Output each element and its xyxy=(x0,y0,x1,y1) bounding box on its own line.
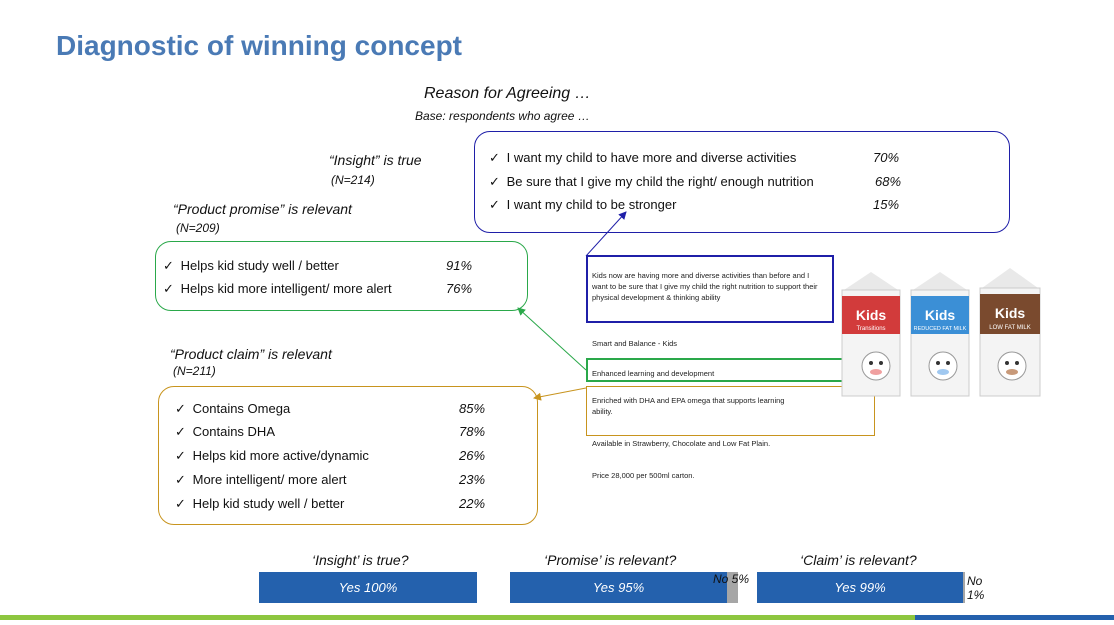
promise-label: “Product promise” is relevant xyxy=(173,201,352,217)
no-label: No 5% xyxy=(713,572,750,586)
check-icon: ✓ xyxy=(175,424,186,439)
check-icon: ✓ xyxy=(489,150,500,165)
claim-pct: 22% xyxy=(459,496,486,511)
promise-pct: 91% xyxy=(446,258,473,273)
product-carton-image: Kids LOW FAT MILK xyxy=(974,266,1046,398)
list-item: ✓ I want my child to have more and diver… xyxy=(489,150,797,165)
page-title: Diagnostic of winning concept xyxy=(56,30,462,61)
check-icon: ✓ xyxy=(163,281,174,296)
list-item: ✓ Help kid study well / better xyxy=(175,496,345,511)
claim-label: “Product claim” is relevant xyxy=(170,346,332,362)
check-icon: ✓ xyxy=(175,472,186,487)
footer-stripe-blue xyxy=(915,615,1114,620)
concept-price: Price 28,000 per 500ml carton. xyxy=(592,471,695,480)
yes-bar: Yes 99% xyxy=(757,572,963,603)
list-item: ✓ Contains DHA xyxy=(175,424,275,439)
svg-text:Kids: Kids xyxy=(995,305,1026,321)
claim-pct: 85% xyxy=(459,401,486,416)
product-carton-image: Kids Transitions xyxy=(836,270,906,398)
concept-brand: Smart and Balance - Kids xyxy=(592,339,678,348)
yes-bar: Yes 100% xyxy=(259,572,477,603)
promise-n: (N=209) xyxy=(176,221,220,235)
insight-pct: 68% xyxy=(875,174,902,189)
product-carton-image: Kids REDUCED FAT MILK xyxy=(905,270,975,398)
summary-question: ‘Insight’ is true? xyxy=(312,552,409,568)
check-icon: ✓ xyxy=(175,401,186,416)
footer-stripe-green xyxy=(0,615,915,620)
list-item: ✓ More intelligent/ more alert xyxy=(175,472,347,487)
svg-text:Kids: Kids xyxy=(856,307,887,323)
section-heading: Reason for Agreeing … xyxy=(424,85,591,102)
check-icon: ✓ xyxy=(489,174,500,189)
yes-bar: Yes 95% xyxy=(510,572,727,603)
list-item: ✓ Contains Omega xyxy=(175,401,291,416)
list-item: ✓ Helps kid study well / better xyxy=(163,258,339,273)
claim-arrow xyxy=(533,387,587,401)
claim-n: (N=211) xyxy=(173,364,216,378)
claim-box: ✓ Contains Omega 85% ✓ Contains DHA 78% … xyxy=(158,386,538,525)
svg-text:Kids: Kids xyxy=(925,307,956,323)
insight-pct: 70% xyxy=(873,150,900,165)
svg-text:LOW FAT MILK: LOW FAT MILK xyxy=(989,325,1030,331)
promise-box: ✓ Helps kid study well / better 91% ✓ He… xyxy=(155,241,528,311)
list-item: ✓ I want my child to be stronger xyxy=(489,197,677,212)
list-item: ✓ Helps kid more intelligent/ more alert xyxy=(163,281,392,296)
concept-promise-text: Enhanced learning and development xyxy=(592,369,715,378)
insight-box: ✓ I want my child to have more and diver… xyxy=(474,131,1010,233)
check-icon: ✓ xyxy=(163,258,174,273)
check-icon: ✓ xyxy=(175,496,186,511)
insight-pct: 15% xyxy=(873,197,900,212)
claim-pct: 78% xyxy=(459,424,486,439)
check-icon: ✓ xyxy=(489,197,500,212)
insight-label: “Insight” is true xyxy=(329,152,422,168)
check-icon: ✓ xyxy=(175,448,186,463)
concept-availability: Available in Strawberry, Chocolate and L… xyxy=(592,439,771,448)
concept-claim-text: Enriched with DHA and EPA omega that sup… xyxy=(592,396,785,416)
insight-arrow xyxy=(585,211,627,257)
svg-text:Transitions: Transitions xyxy=(856,326,885,332)
promise-pct: 76% xyxy=(446,281,473,296)
claim-pct: 23% xyxy=(459,472,486,487)
summary-question: ‘Promise’ is relevant? xyxy=(544,552,677,568)
summary-question: ‘Claim’ is relevant? xyxy=(800,552,917,568)
no-label: No 1% xyxy=(967,574,985,602)
svg-text:REDUCED FAT MILK: REDUCED FAT MILK xyxy=(914,326,967,332)
promise-arrow xyxy=(517,307,587,371)
list-item: ✓ Helps kid more active/dynamic xyxy=(175,448,369,463)
concept-insight-box xyxy=(586,255,834,323)
list-item: ✓ Be sure that I give my child the right… xyxy=(489,174,814,189)
concept-claim-box xyxy=(586,386,875,436)
claim-pct: 26% xyxy=(459,448,486,463)
concept-insight-text: Kids now are having more and diverse act… xyxy=(592,271,818,302)
base-note: Base: respondents who agree … xyxy=(415,109,590,123)
insight-n: (N=214) xyxy=(331,173,375,187)
